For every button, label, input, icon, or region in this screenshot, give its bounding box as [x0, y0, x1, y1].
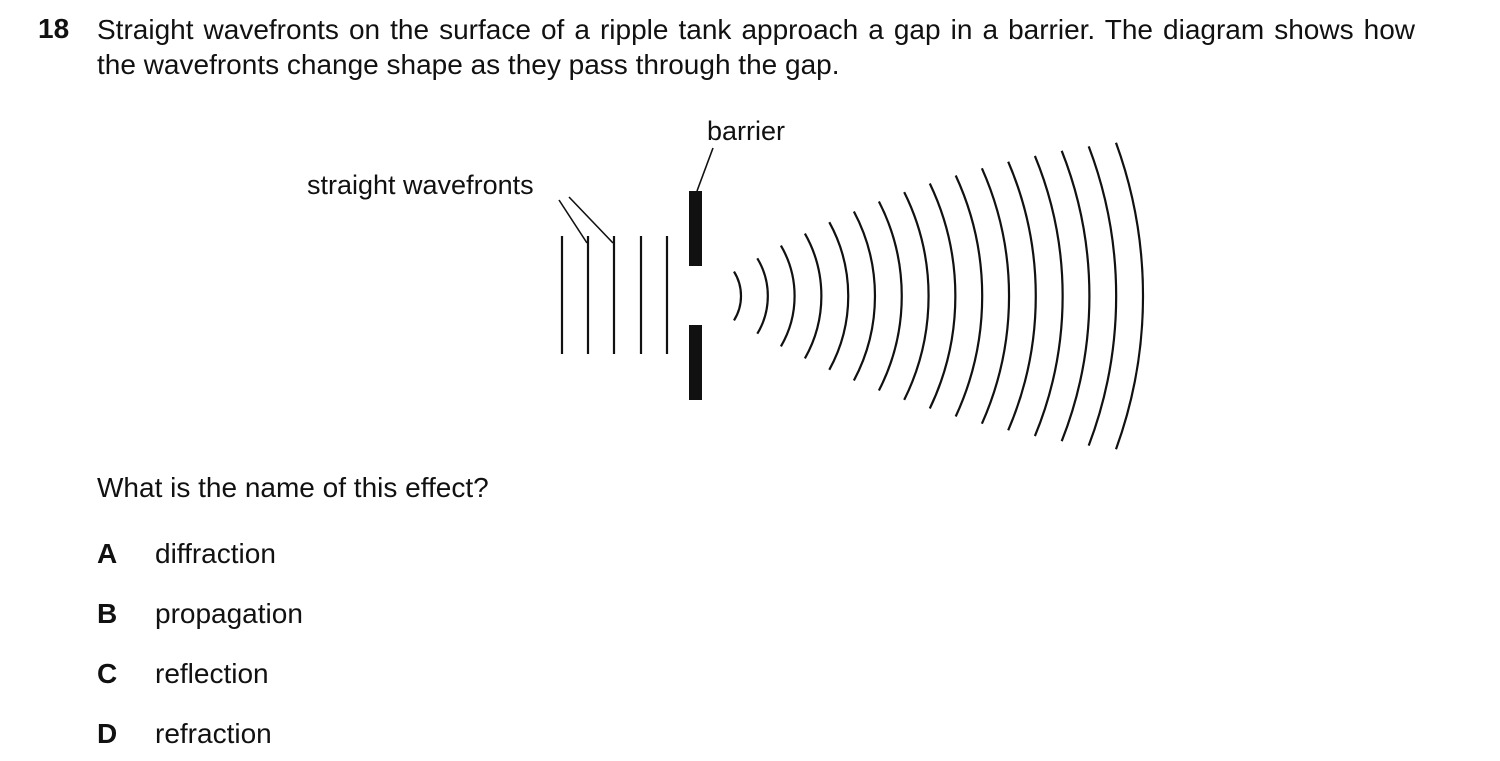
question-number: 18: [38, 13, 70, 44]
wavefront-leader-line-1: [558, 199, 588, 244]
option-text: reflection: [155, 658, 269, 689]
option-letter: C: [97, 658, 118, 689]
curved-wavefront: [852, 210, 877, 382]
option-letter: D: [97, 718, 118, 749]
barrier-upper: [689, 191, 702, 266]
diffracted-wavefronts: [733, 142, 1145, 450]
option-letter: A: [97, 538, 118, 569]
incoming-wavefronts: [560, 236, 669, 354]
option-text: refraction: [155, 718, 272, 749]
curved-wavefront: [1114, 142, 1145, 450]
curved-wavefront: [803, 233, 823, 359]
curved-wavefront: [1087, 146, 1118, 446]
curved-wavefront: [1007, 161, 1037, 431]
option-text: propagation: [155, 598, 303, 629]
curved-wavefront: [779, 245, 796, 347]
curved-wavefront: [733, 271, 743, 321]
curved-wavefront: [1033, 155, 1064, 437]
curved-wavefront: [828, 221, 850, 371]
curved-wavefront: [756, 257, 769, 335]
option-letter: B: [97, 598, 118, 629]
curved-wavefront: [903, 191, 930, 401]
curved-wavefront: [954, 175, 984, 417]
curved-wavefront: [1060, 150, 1091, 442]
curved-wavefront: [877, 200, 903, 392]
curved-wavefront: [928, 183, 957, 409]
question-prompt: What is the name of this effect?: [97, 472, 489, 503]
barrier-leader-line: [696, 147, 714, 192]
straight-wavefronts-label: straight wavefronts: [307, 170, 534, 200]
question-text: Straight wavefronts on the surface of a …: [97, 14, 1415, 80]
barrier-label: barrier: [707, 116, 785, 146]
option-text: diffraction: [155, 538, 276, 569]
barrier-lower: [689, 325, 702, 400]
curved-wavefront: [980, 167, 1011, 425]
wavefront-leader-line-2: [568, 196, 614, 244]
